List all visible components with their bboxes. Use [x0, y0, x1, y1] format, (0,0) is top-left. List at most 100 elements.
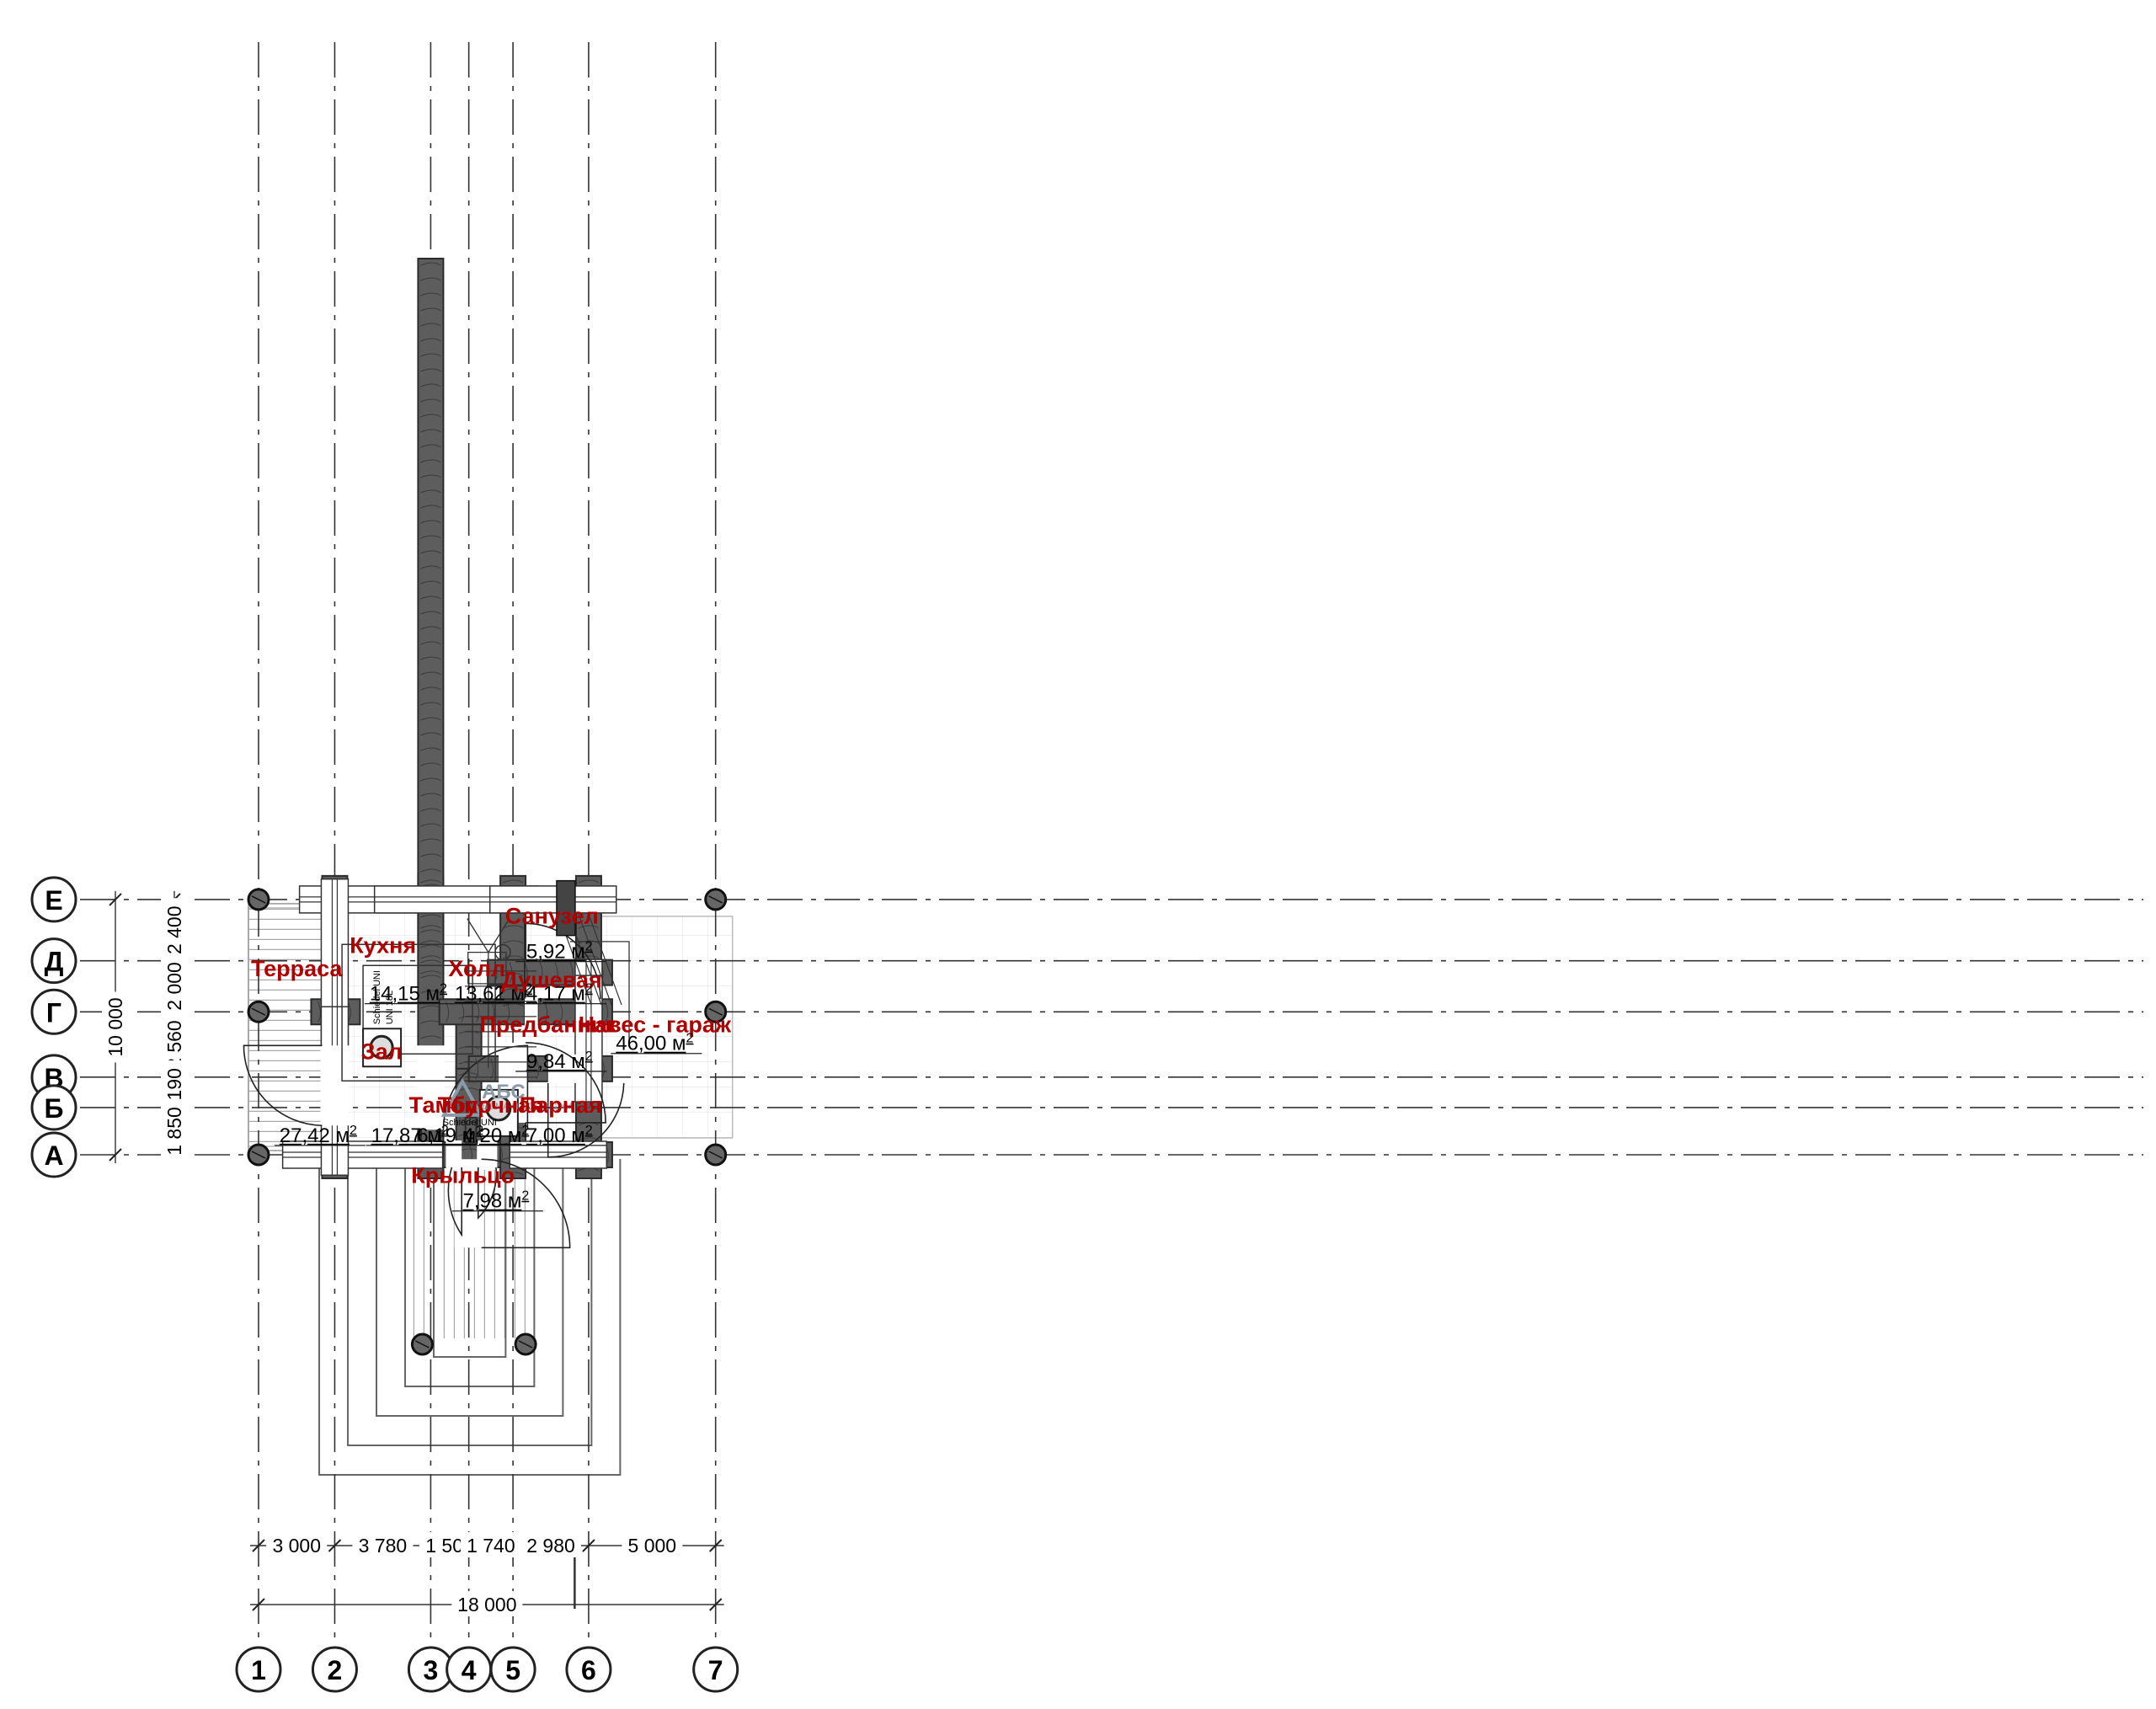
- wall-grain: [420, 550, 441, 554]
- stair-step: [577, 911, 612, 1006]
- wall-grain: [569, 962, 574, 983]
- stair-step: [587, 911, 622, 1006]
- logo-text: АБС: [482, 1081, 526, 1103]
- area-value: 4,20 м: [463, 1124, 522, 1147]
- room-area-hall: 13,62 м2: [455, 982, 532, 1006]
- axis-bubble: [30, 988, 77, 1035]
- room-name-kitchen: Кухня: [350, 933, 416, 959]
- wall-grain: [502, 973, 524, 977]
- area-sup: 2: [585, 982, 593, 996]
- area-sup: 2: [350, 1124, 357, 1138]
- post-grain: [251, 1007, 266, 1016]
- door-swing: [524, 922, 601, 1000]
- room-name-hall: Холл: [448, 956, 505, 981]
- axis-bubble: [489, 1646, 536, 1693]
- stove-label: UNI 18L: [385, 991, 395, 1024]
- axis-label-row: Б: [45, 1093, 64, 1124]
- wall-grain: [420, 970, 441, 975]
- wall-grain: [420, 823, 441, 827]
- door-swing: [243, 1044, 323, 1127]
- wall-grain: [554, 962, 558, 983]
- wall-grain: [420, 626, 441, 630]
- wall-grain: [420, 641, 441, 645]
- wall-grain: [502, 955, 524, 959]
- wall-grain: [420, 717, 441, 721]
- post-grain: [708, 1151, 723, 1159]
- wall-grain: [536, 1058, 540, 1080]
- axis-label-row: Г: [46, 997, 61, 1028]
- wall-grain: [420, 580, 441, 585]
- area-sup: 2: [476, 1124, 483, 1138]
- stove-hearth: [341, 943, 496, 1082]
- axis-bubble: [235, 1646, 282, 1693]
- dim-tick: [109, 893, 122, 906]
- room-name-steam: Парная: [520, 1092, 602, 1118]
- area-sup: 2: [585, 1124, 593, 1138]
- wall-grain: [539, 962, 543, 983]
- area-sup: 2: [525, 982, 532, 996]
- door-swing: [481, 1158, 571, 1249]
- door-swing: [547, 1082, 625, 1158]
- axis-label-col: 2: [328, 1655, 343, 1685]
- stair-landing: [570, 941, 630, 1047]
- wall-segment: [417, 258, 445, 1179]
- dim-tick: [252, 1598, 265, 1611]
- wall-grain: [420, 444, 441, 448]
- dim-bg: [460, 1532, 521, 1557]
- area-value: 9,84 м: [526, 1050, 585, 1073]
- wall-grain: [420, 323, 441, 327]
- room-name-porch: Крыльцо: [411, 1162, 515, 1188]
- wall-grain: [420, 762, 441, 766]
- dim-bg: [161, 1098, 188, 1163]
- area-sup: 2: [440, 982, 447, 996]
- room-name-anteroom: Предбанник: [479, 1012, 616, 1038]
- axis-bubble: [30, 1084, 77, 1131]
- terrace-floor: [248, 907, 334, 1147]
- post-grain: [415, 1340, 430, 1349]
- post-grain: [708, 1007, 723, 1016]
- stove-body: [362, 964, 473, 1055]
- dim-label: 1 850: [163, 1107, 185, 1156]
- axis-label-col: 5: [505, 1655, 520, 1685]
- room-area-furnace: 4,20 м2: [463, 1124, 530, 1147]
- wall-grain: [502, 988, 524, 992]
- dim-bg: [102, 991, 129, 1063]
- wall-grain: [458, 1087, 479, 1092]
- porch-step: [433, 1159, 507, 1358]
- axis-bubble: [565, 1646, 612, 1693]
- post-grain: [518, 1340, 533, 1349]
- wall-grain: [420, 414, 441, 418]
- room-area-terrace: 27,42 м2: [280, 1124, 357, 1147]
- room-name-living: Зал: [361, 1039, 403, 1064]
- window: [488, 885, 617, 914]
- post-grain: [251, 895, 266, 904]
- wall-grain: [420, 793, 441, 797]
- wall-grain: [420, 686, 441, 691]
- wall-grain: [420, 955, 441, 959]
- wall-grain: [502, 940, 524, 944]
- wall-grain: [420, 565, 441, 569]
- wall-grain: [347, 1001, 351, 1023]
- area-sup: 2: [686, 1032, 694, 1046]
- area-value: 4,17 м: [526, 983, 585, 1006]
- porch-step: [404, 1159, 536, 1387]
- wall-grain: [420, 925, 441, 929]
- wall-grain: [458, 1133, 479, 1137]
- axis-label-col: 3: [424, 1655, 439, 1685]
- dim-label: 3 780: [359, 1535, 408, 1557]
- wall-grain: [420, 474, 441, 478]
- wall-grain: [578, 955, 600, 959]
- wall-grain: [524, 962, 528, 983]
- area-value: 46,00 м: [616, 1033, 686, 1055]
- wall-grain: [420, 929, 441, 933]
- room-area-anteroom: 9,84 м2: [526, 1049, 593, 1073]
- door-swing: [526, 1042, 606, 1124]
- area-sup: 2: [585, 940, 593, 954]
- room-name-shower: Душевая: [502, 967, 602, 992]
- dim-label: 5 000: [628, 1535, 677, 1557]
- dim-bg: [161, 898, 188, 963]
- area-sup: 2: [585, 1049, 593, 1064]
- area-sup: 2: [521, 1124, 529, 1138]
